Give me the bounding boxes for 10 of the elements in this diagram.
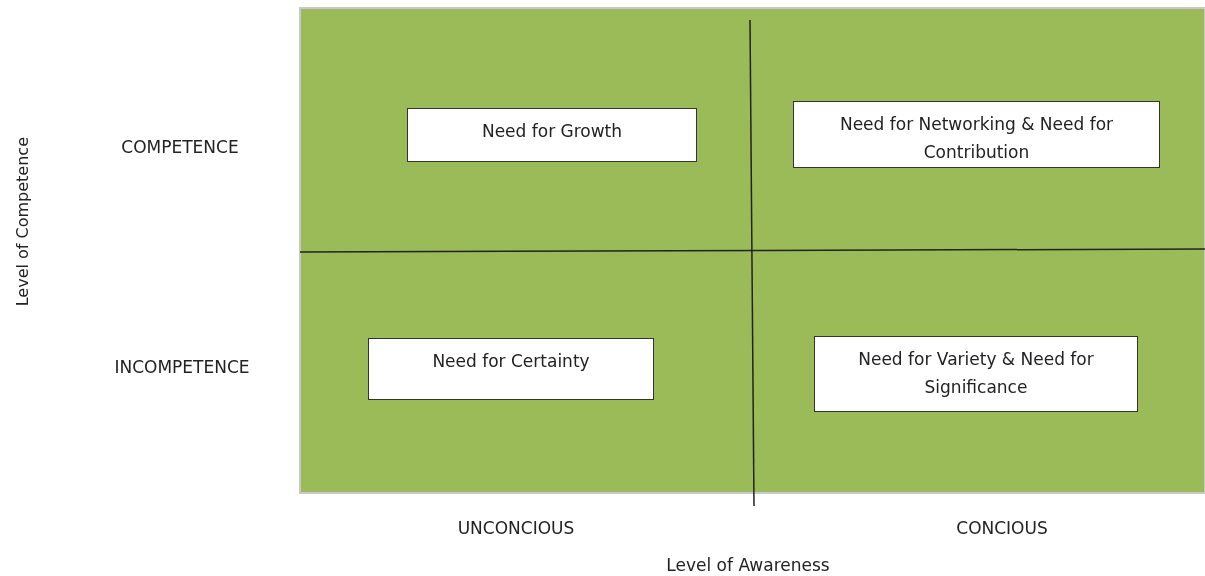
axis-label: CONCIOUS xyxy=(956,518,1048,538)
need-box: Need for Variety & Need for Significance xyxy=(814,336,1138,412)
axis-label: COMPETENCE xyxy=(121,137,239,157)
axis-label: INCOMPETENCE xyxy=(114,357,250,377)
need-box: Need for Growth xyxy=(407,108,697,162)
need-box: Need for Networking & Need for Contribution xyxy=(793,101,1160,168)
axis-title: Level of Competence xyxy=(12,137,32,307)
need-box: Need for Certainty xyxy=(368,338,654,400)
axis-title: Level of Awareness xyxy=(666,555,830,575)
axis-label: UNCONCIOUS xyxy=(457,518,575,538)
